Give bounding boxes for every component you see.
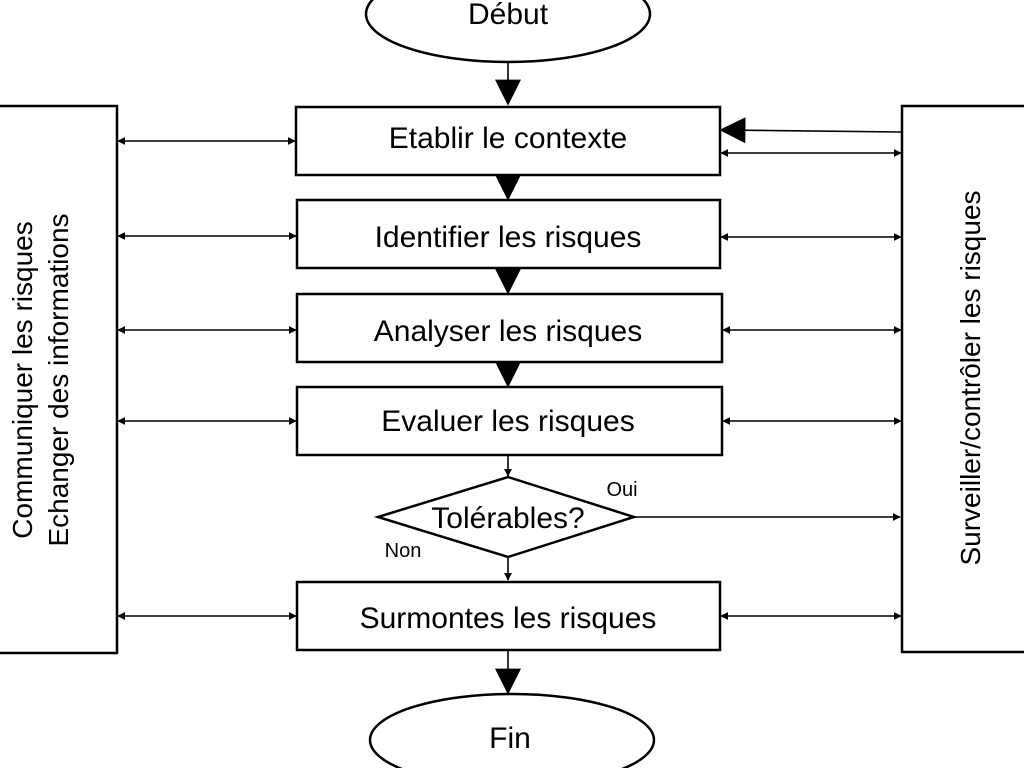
left-panel-line1: Communiquer les risques	[7, 221, 38, 538]
right-panel	[900, 104, 1024, 654]
decision-no-label: Non	[385, 540, 422, 562]
start-label: Début	[468, 0, 549, 31]
end-label: Fin	[489, 722, 531, 755]
step-context-box	[294, 105, 722, 177]
decision-yes-label: Oui	[606, 479, 637, 501]
left-panel	[0, 104, 119, 655]
step-treat-box	[295, 580, 722, 652]
left-panel-line2: Echanger des informations	[43, 213, 74, 546]
right-panel-line1: Surveiller/contrôler les risques	[955, 190, 986, 565]
right-feedback-to-context	[719, 117, 902, 144]
end-node	[368, 692, 656, 768]
step-evaluate-box	[295, 385, 724, 457]
step-analyse-label: Analyser les risques	[374, 315, 642, 348]
step-evaluate-label: Evaluer les risques	[381, 405, 634, 438]
step-identify-label: Identifier les risques	[375, 221, 642, 254]
step-treat-label: Surmontes les risques	[360, 602, 657, 635]
decision-question: Tolérables?	[431, 502, 584, 535]
step-context-label: Etablir le contexte	[389, 122, 627, 155]
